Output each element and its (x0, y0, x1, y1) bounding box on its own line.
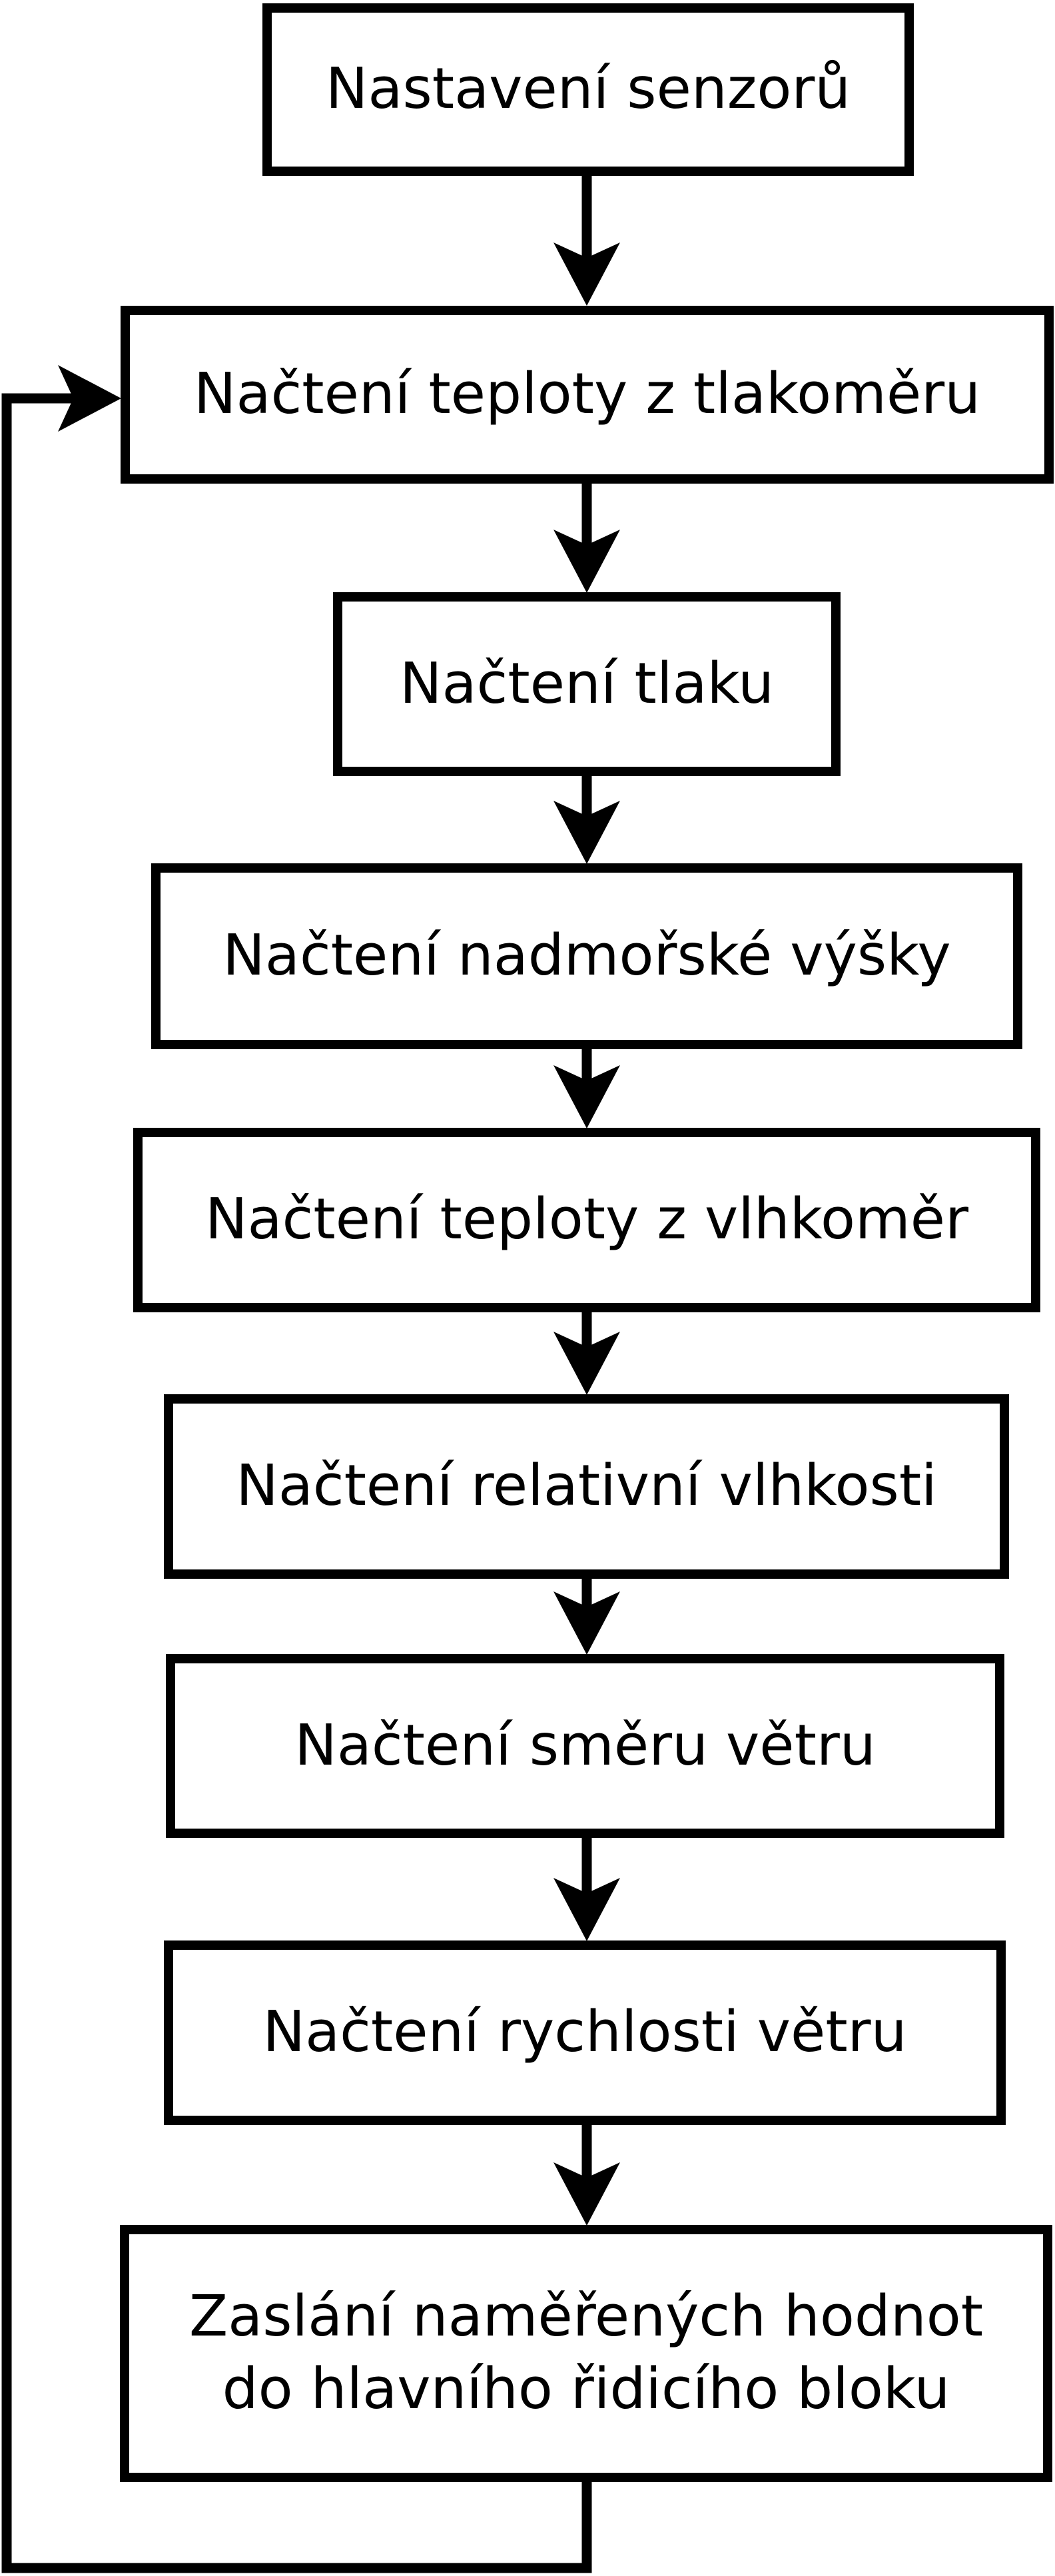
flow-node-label-line1: Zaslání naměřených hodnot (188, 2284, 984, 2350)
arrow-node6-to-node7 (553, 1579, 620, 1655)
flow-node-label: Načtení teploty z tlakoměru (193, 361, 981, 428)
flow-node-label-line2: do hlavního řidicího bloku (222, 2356, 950, 2422)
flow-node-read-wind-speed: Načtení rychlosti větru (164, 1940, 1006, 2125)
arrow-node4-to-node5 (553, 1049, 620, 1128)
flow-node-label: Načtení nadmořské výšky (222, 923, 951, 989)
arrow-node7-to-node8 (553, 1838, 620, 1941)
right-arrowhead-icon (58, 365, 121, 432)
loop-line (1, 393, 592, 2573)
flow-node-label: Nastavení senzorů (325, 56, 851, 123)
arrow-node2-to-node3 (553, 484, 620, 593)
down-arrowhead-icon (553, 530, 620, 593)
flow-node-send-values-to-main-block: Zaslání naměřených hodnot do hlavního ři… (120, 2225, 1052, 2482)
flow-node-read-altitude: Načtení nadmořské výšky (151, 863, 1022, 1049)
down-arrowhead-icon (553, 1878, 620, 1941)
flow-node-read-pressure: Načtení tlaku (333, 592, 841, 776)
arrow-node8-to-node9 (553, 2125, 620, 2226)
arrow-node1-to-node2 (553, 176, 620, 306)
flow-node-label: Načtení tlaku (399, 650, 775, 717)
down-arrowhead-icon (553, 801, 620, 864)
down-arrowhead-icon (553, 1332, 620, 1395)
arrow-node3-to-node4 (553, 776, 620, 864)
flow-node-label: Načtení teploty z vlhkoměr (204, 1186, 969, 1253)
down-arrowhead-icon (553, 1065, 620, 1128)
flow-node-read-relative-humidity: Načtení relativní vlhkosti (164, 1394, 1009, 1579)
flow-node-read-temp-barometer: Načtení teploty z tlakoměru (121, 306, 1054, 484)
arrow-node9-to-node2-loop (1, 365, 592, 2573)
down-arrowhead-icon (553, 2162, 620, 2226)
flow-node-read-temp-hygrometer: Načtení teploty z vlhkoměr (133, 1128, 1040, 1312)
flow-node-label: Načtení směru větru (294, 1712, 876, 1779)
flow-node-label: Načtení relativní vlhkosti (236, 1453, 937, 1519)
flow-node-label: Načtení rychlosti větru (262, 1999, 907, 2066)
arrow-node5-to-node6 (553, 1312, 620, 1395)
down-arrowhead-icon (553, 242, 620, 306)
flow-node-setup-sensors: Nastavení senzorů (262, 3, 914, 176)
down-arrowhead-icon (553, 1591, 620, 1655)
flow-node-read-wind-direction: Načtení směru větru (166, 1654, 1004, 1838)
